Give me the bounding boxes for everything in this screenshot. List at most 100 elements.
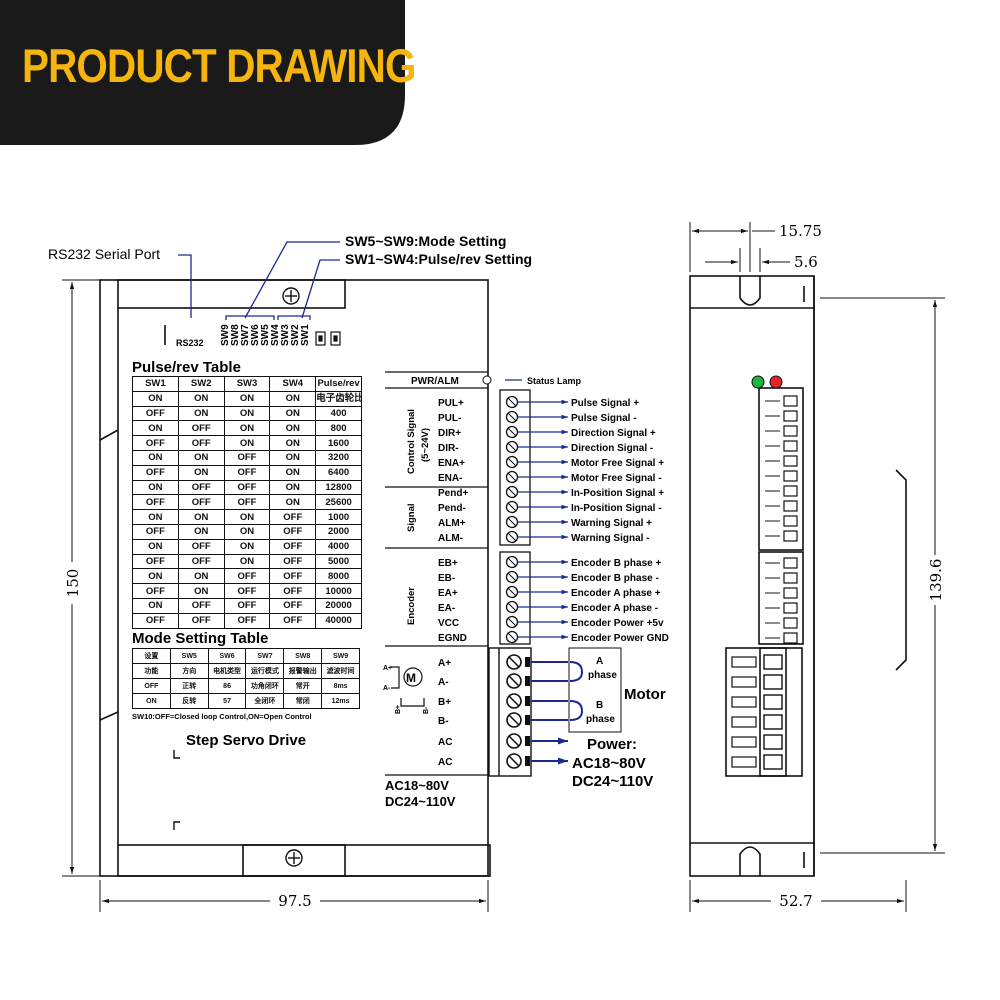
- alarm-led-red: [769, 375, 783, 389]
- table-header-cell: SW3: [223, 376, 271, 392]
- terminal-screw-icon: [505, 555, 519, 569]
- power-terminal-label: AC: [438, 757, 452, 768]
- power-terminal-label: B+: [438, 697, 451, 708]
- table-cell: ON: [177, 583, 225, 599]
- terminal-label: PUL-: [438, 413, 461, 424]
- power-terminal-label: A+: [438, 658, 451, 669]
- table-cell: ON: [177, 390, 225, 407]
- table-cell: OFF: [132, 435, 179, 451]
- sw10-note: SW10:OFF=Closed loop Control,ON=Open Con…: [132, 712, 312, 721]
- table-cell: 电机类型: [207, 663, 247, 679]
- mode-table-title: Mode Setting Table: [132, 630, 268, 647]
- power-plug-pin: [731, 656, 757, 668]
- table-cell: ON: [132, 420, 179, 437]
- table-cell: 1600: [315, 435, 362, 451]
- table-cell: 1000: [315, 509, 362, 525]
- front-power-rating-ac: AC18~80V: [385, 778, 449, 793]
- table-cell: ON: [223, 523, 271, 540]
- dim-mask: [270, 892, 320, 910]
- terminal-screw-icon: [505, 515, 519, 529]
- signal-description: Encoder A phase -: [571, 603, 658, 614]
- table-cell: 8000: [315, 568, 362, 585]
- table-cell: OFF: [223, 583, 271, 599]
- terminal-group-labels: Control Signal (5~24V) Signal Encoder: [406, 409, 431, 625]
- table-cell: 400: [315, 405, 362, 422]
- label-corner-marks: [173, 750, 180, 830]
- terminal-label: EA-: [438, 603, 455, 614]
- table-cell: OFF: [269, 553, 317, 570]
- terminal-screw-icon: [505, 425, 519, 439]
- table-cell: ON: [223, 435, 271, 451]
- signal-description: Warning Signal +: [571, 518, 652, 529]
- terminal-label: DIR+: [438, 428, 461, 439]
- dim-height-front: 150: [64, 569, 82, 598]
- table-cell: ON: [177, 568, 225, 585]
- switch-label-sw1: SW1: [300, 324, 311, 346]
- table-header-cell: 设置: [132, 648, 171, 664]
- table-cell: ON: [177, 523, 225, 540]
- table-header-cell: SW2: [177, 376, 225, 392]
- terminal-label: ENA+: [438, 458, 465, 469]
- pwr-alm-label: PWR/ALM: [411, 376, 459, 387]
- terminal-label: EA+: [438, 588, 458, 599]
- table-cell: OFF: [132, 405, 179, 422]
- signal-description: Encoder Power +5v: [571, 618, 664, 629]
- table-cell: 全闭环: [245, 693, 285, 709]
- switch-label-sw6: SW6: [250, 324, 261, 346]
- coil-a-plus: A+: [383, 665, 392, 672]
- power-terminal-screw-icon: [506, 673, 530, 689]
- table-cell: ON: [269, 494, 317, 511]
- phase-a-letter: A: [596, 656, 603, 667]
- pulse-setting-callout: SW1~SW4:Pulse/rev Setting: [345, 251, 532, 267]
- dip-switch-icon: [315, 331, 341, 346]
- dim-width-front: 97.5: [278, 892, 311, 910]
- table-cell: 12ms: [321, 693, 360, 709]
- table-cell: 常闭: [283, 693, 323, 709]
- connector-slot: [783, 500, 798, 512]
- table-cell: OFF: [269, 583, 317, 599]
- table-cell: OFF: [177, 420, 225, 437]
- terminal-label: ALM+: [438, 518, 466, 529]
- phase-b-word: phase: [586, 714, 615, 725]
- table-cell: ON: [269, 405, 317, 422]
- terminal-screw-icon: [505, 470, 519, 484]
- table-row: 功能方向电机类型运行模式报警输出滤波时间: [132, 663, 360, 679]
- terminal-screw-icon: [505, 440, 519, 454]
- table-cell: OFF: [177, 553, 225, 570]
- power-rating-dc: DC24~110V: [572, 773, 653, 790]
- table-cell: OFF: [269, 597, 317, 614]
- signal-description: Motor Free Signal -: [571, 473, 662, 484]
- terminal-screws: [505, 395, 519, 644]
- table-cell: 方向: [169, 663, 209, 679]
- power-plug-pin: [731, 756, 757, 768]
- screw-icon: [285, 849, 303, 867]
- screw-icon: [282, 287, 300, 305]
- terminal-label: EGND: [438, 633, 467, 644]
- connector-slot: [783, 515, 798, 527]
- connector-slot: [783, 440, 798, 452]
- signal-description: Pulse Signal -: [571, 413, 637, 424]
- terminal-label: Pend-: [438, 503, 466, 514]
- group-label-encoder: Encoder: [406, 587, 417, 625]
- table-cell: OFF: [132, 464, 179, 481]
- power-plug-pin: [731, 696, 757, 708]
- switch-label-sw7: SW7: [240, 324, 251, 346]
- power-label: Power:: [587, 736, 637, 753]
- table-cell: ON: [223, 390, 271, 407]
- dim-mask: [62, 562, 82, 604]
- table-cell: OFF: [132, 612, 179, 629]
- table-cell: OFF: [132, 583, 179, 599]
- table-cell: ON: [177, 509, 225, 525]
- power-terminal-screws: [506, 654, 530, 769]
- table-cell: OFF: [269, 538, 317, 555]
- table-cell: 3200: [315, 449, 362, 466]
- signal-description: Motor Free Signal +: [571, 458, 664, 469]
- motor-symbol-letter: M: [406, 671, 416, 685]
